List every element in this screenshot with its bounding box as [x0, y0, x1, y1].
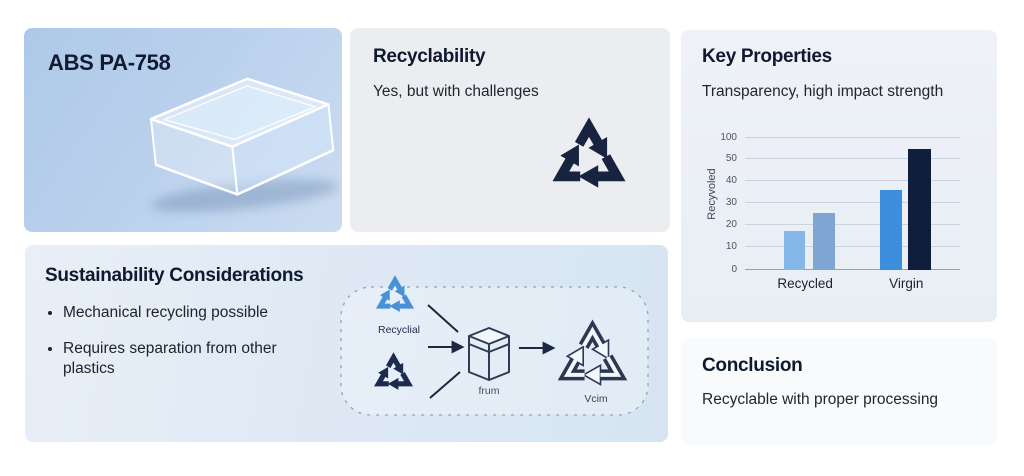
bar-recycled-1: [812, 213, 835, 270]
key-properties-card: Key Properties Transparency, high impact…: [681, 30, 997, 322]
connector-line-bottom: [429, 371, 461, 399]
bullet-requires-separation: Requires separation from other plastics: [63, 339, 293, 378]
gridline-0: [745, 269, 960, 270]
y-tick-100: 100: [720, 131, 737, 143]
recycling-symbol-icon: [545, 113, 633, 201]
gridline-30: [745, 201, 960, 203]
material-card: ABS PA-758: [24, 28, 342, 232]
x-label-recycled: Recycled: [777, 276, 833, 291]
recyclability-title: Recyclability: [373, 46, 486, 67]
diagram-label-virgin: Vcim: [584, 393, 608, 405]
sustainability-title: Sustainability Considerations: [45, 265, 304, 286]
sustainability-bullet-list: Mechanical recycling possible Requires s…: [47, 303, 293, 395]
dashed-process-boundary: [340, 286, 649, 416]
gridline-10: [745, 246, 960, 248]
conclusion-title: Conclusion: [702, 355, 803, 376]
sustainability-card: Sustainability Considerations Mechanical…: [25, 245, 668, 442]
gridline-50: [745, 158, 960, 160]
y-tick-20: 20: [725, 219, 737, 231]
y-axis-ticks: 0 10 20 30 40 50 100: [699, 131, 737, 275]
transparent-plastic-block-image: [149, 77, 339, 212]
conclusion-card: Conclusion Recyclable with proper proces…: [681, 338, 997, 445]
y-tick-50: 50: [725, 153, 737, 165]
bar-virgin-3: [907, 148, 931, 270]
key-properties-subtitle: Transparency, high impact strength: [702, 83, 944, 100]
gridline-20: [745, 224, 960, 226]
diagram-label-container: frum: [478, 385, 500, 397]
recyclability-card: Recyclability Yes, but with challenges: [350, 28, 670, 232]
container-box-icon: [468, 327, 510, 381]
y-tick-0: 0: [731, 264, 737, 275]
recycling-process-diagram: [340, 245, 649, 416]
bar-recycled-0: [783, 230, 805, 270]
x-label-virgin: Virgin: [889, 276, 924, 291]
connector-line-top: [427, 304, 459, 333]
y-tick-30: 30: [725, 196, 737, 208]
conclusion-subtitle: Recyclable with proper processing: [702, 391, 939, 408]
gridline-100: [745, 136, 960, 138]
diagram-label-recycled: Recyclial: [377, 324, 420, 336]
y-tick-10: 10: [725, 241, 737, 253]
x-axis-labels: Recycled Virgin: [745, 276, 960, 296]
recyclability-subtitle: Yes, but with challenges: [373, 83, 539, 100]
y-tick-40: 40: [725, 174, 737, 186]
bar-chart-plot: [745, 135, 960, 270]
bar-virgin-2: [880, 190, 902, 270]
material-title: ABS PA-758: [48, 50, 171, 75]
key-properties-title: Key Properties: [702, 46, 832, 67]
bullet-mechanical-recycling: Mechanical recycling possible: [63, 303, 293, 322]
gridline-40: [745, 179, 960, 181]
